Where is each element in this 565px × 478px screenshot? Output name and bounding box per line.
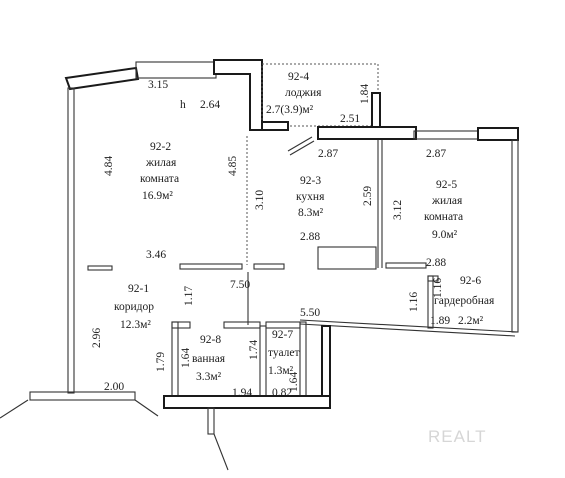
- edge-line-left: [0, 399, 29, 419]
- dim-1-94: 1.94: [232, 387, 252, 399]
- bathroom-name: ванная: [192, 353, 226, 365]
- window-top: [135, 61, 217, 79]
- living-room-2-area: 9.0м²: [432, 229, 458, 241]
- dim-4-84: 4.84: [103, 156, 115, 176]
- dim-1-16b: 1.16: [408, 292, 420, 312]
- dim-1-84: 1.84: [359, 84, 371, 104]
- living-room-2-name2: комната: [424, 211, 463, 223]
- wall-bottom-left: [29, 391, 136, 401]
- dim-3-46: 3.46: [146, 249, 166, 261]
- wall-wardrobe-top: [427, 275, 439, 282]
- edge-line-entry: [213, 433, 229, 471]
- kitchen-name: кухня: [296, 191, 325, 203]
- loggia-area: 2.7(3.9)м²: [266, 104, 314, 116]
- wall-loggia-post: [371, 92, 381, 128]
- loggia-name: лоджия: [285, 87, 322, 99]
- wall-bathroom-right: [259, 325, 267, 399]
- wall-lower-right: [299, 319, 519, 333]
- dim-2-51: 2.51: [340, 113, 360, 125]
- dim-2-87b: 2.87: [426, 148, 446, 160]
- dim-2-59: 2.59: [362, 186, 374, 206]
- living-room-1-name: жилая: [145, 157, 177, 169]
- dim-3-15: 3.15: [148, 79, 168, 91]
- dim-1-16a: 1.16: [432, 278, 444, 298]
- bathroom-code: 92-8: [200, 334, 221, 346]
- dim-2-88a: 2.88: [300, 231, 320, 243]
- wall-top-right: [477, 127, 519, 141]
- dim-1-74: 1.74: [248, 340, 260, 360]
- dim-0-82: 0.82: [272, 387, 292, 399]
- watermark: REALT: [428, 427, 487, 446]
- loggia-code: 92-4: [288, 71, 309, 83]
- wall-top-left: [64, 66, 140, 91]
- living-room-1-area: 16.9м²: [142, 190, 173, 202]
- door-swing-kitchen: [289, 140, 315, 156]
- wall-bottom-right: [163, 395, 331, 409]
- toilet-area: 1.3м²: [268, 365, 294, 377]
- dim-1-79: 1.79: [155, 352, 167, 372]
- wall-lower-right-2: [299, 323, 516, 337]
- dim-1-64a: 1.64: [180, 348, 192, 368]
- wall-bathroom-top-b: [223, 321, 261, 329]
- living-room-1-name2: комната: [140, 173, 179, 185]
- toilet-name: туалет: [268, 347, 300, 359]
- corridor-code: 92-1: [128, 283, 149, 295]
- dim-1-64b: 1.64: [288, 372, 300, 392]
- dim-5-50: 5.50: [300, 307, 320, 319]
- dim-7-50: 7.50: [230, 279, 250, 291]
- wall-room-corridor: [179, 263, 243, 270]
- dim-4-85: 4.85: [227, 156, 239, 176]
- toilet-code: 92-7: [272, 329, 293, 341]
- wardrobe-name: гардеробная: [434, 295, 495, 307]
- wall-top-middle: [213, 59, 263, 131]
- wall-toilet-top: [265, 321, 301, 329]
- kitchen-counter: [317, 246, 377, 270]
- dim-2-96: 2.96: [91, 328, 103, 348]
- living-room-2-name: жилая: [431, 195, 463, 207]
- wall-kitchen-top: [317, 126, 417, 140]
- entry-stub: [207, 407, 215, 435]
- wall-toilet-right-b: [321, 325, 331, 401]
- wall-toilet-right: [299, 321, 307, 397]
- kitchen-code: 92-3: [300, 175, 321, 187]
- dim-2-88b: 2.88: [426, 257, 446, 269]
- wardrobe-area: 2.2м²: [458, 315, 484, 327]
- window-top-right: [413, 130, 479, 140]
- wall-room-corridor-b: [87, 265, 113, 271]
- wall-loggia-sill: [261, 121, 289, 131]
- wall-room2-bottom: [385, 262, 427, 269]
- dim-2-00: 2.00: [104, 381, 124, 393]
- dim-h: h: [180, 99, 186, 111]
- living-room-2-code: 92-5: [436, 179, 457, 191]
- wall-kitchen-corridor: [253, 263, 285, 270]
- dim-2-87a: 2.87: [318, 148, 338, 160]
- dim-1-89: 1.89: [430, 315, 450, 327]
- corridor-area: 12.3м²: [120, 319, 151, 331]
- wall-bathroom-left: [171, 321, 179, 397]
- edge-line-bottom: [134, 399, 159, 417]
- corridor-name: коридор: [114, 301, 154, 313]
- wall-left-outer: [67, 87, 75, 394]
- dim-2-64: 2.64: [200, 99, 220, 111]
- dim-3-12: 3.12: [392, 200, 404, 220]
- kitchen-area: 8.3м²: [298, 207, 324, 219]
- wall-bathroom-top: [171, 321, 191, 329]
- door-swing-kitchen-2: [287, 136, 313, 152]
- living-room-1-code: 92-2: [150, 141, 171, 153]
- bathroom-area: 3.3м²: [196, 371, 222, 383]
- wardrobe-code: 92-6: [460, 275, 481, 287]
- dim-1-17: 1.17: [183, 286, 195, 306]
- wall-right-outer: [511, 139, 519, 333]
- dim-3-10: 3.10: [254, 190, 266, 210]
